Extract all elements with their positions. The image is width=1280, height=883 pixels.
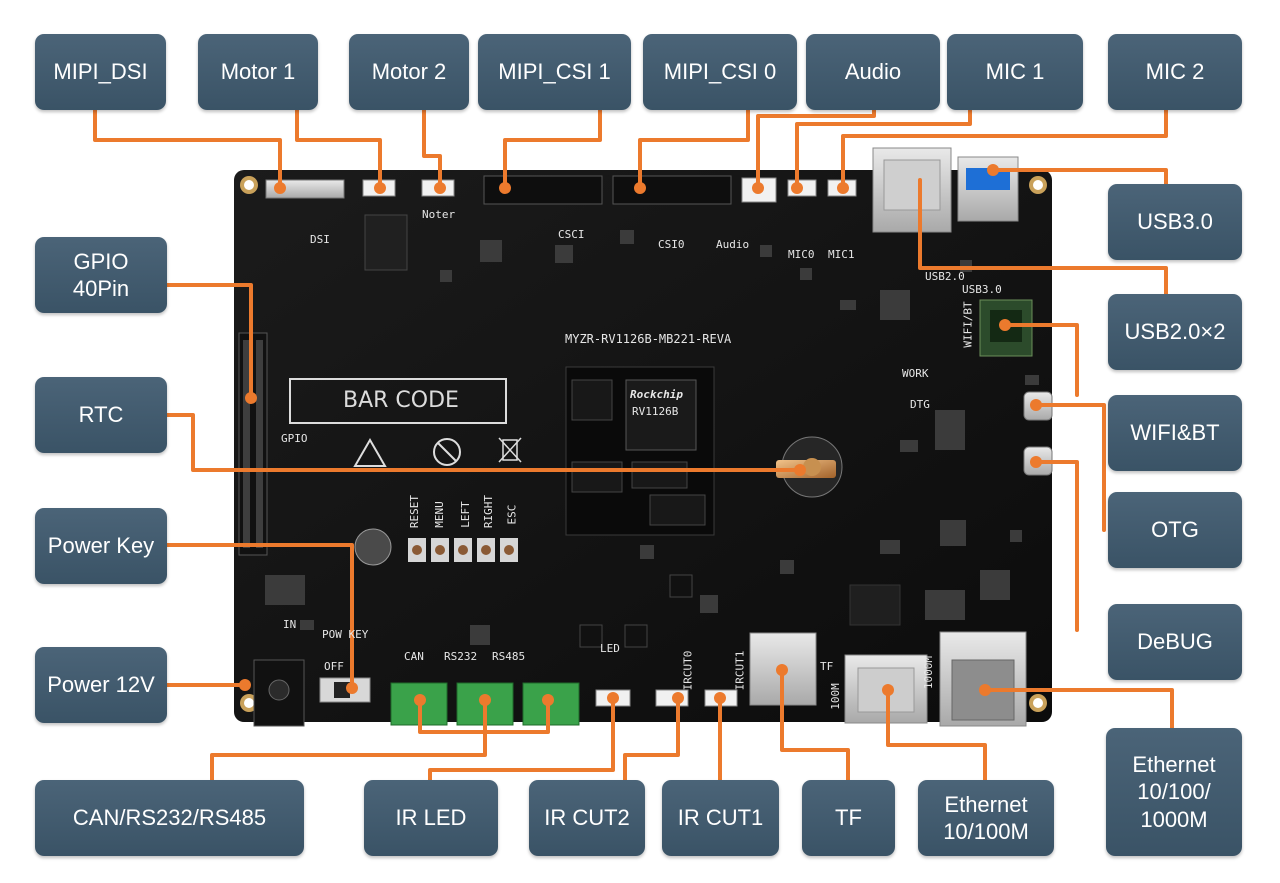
key-buttons [408,538,518,562]
label-eth-100: Ethernet 10/100M [918,780,1054,856]
smd-components [265,214,1039,648]
label-audio: Audio [806,34,940,110]
label-mipi-csi0: MIPI_CSI 0 [643,34,797,110]
silk-reset: RESET [408,494,422,529]
silk-usb3: USB3.0 [962,283,1002,296]
label-ir-cut1: IR CUT1 [662,780,779,856]
silk-100m: 100M [828,683,842,710]
csi0-connector [612,175,732,205]
label-motor1: Motor 1 [198,34,318,110]
soc-chip [625,379,697,451]
silk-led: LED [600,642,620,655]
silk-ircut1: IRCUT1 [733,650,747,691]
barcode-box [289,378,507,424]
leader-lines [93,108,1174,782]
silk-mic0: MIC0 [788,248,815,261]
label-mipi-csi1: MIPI_CSI 1 [478,34,631,110]
label-usb30: USB3.0 [1108,184,1242,260]
label-motor2: Motor 2 [349,34,469,110]
label-debug: DeBUG [1108,604,1242,680]
silk-left: LEFT [458,501,472,528]
silk-ircut0: IRCUT0 [681,650,695,691]
label-ir-cut2: IR CUT2 [529,780,645,856]
silk-usb2: USB2.0 [925,270,965,283]
label-power-12v: Power 12V [35,647,167,723]
silk-chip-brand: Rockchip [630,388,683,401]
label-tf: TF [802,780,895,856]
capacitor [354,528,392,566]
label-mipi-dsi: MIPI_DSI [35,34,166,110]
silk-dtg: DTG [910,398,930,411]
weee-icon [502,439,518,461]
silk-dsi: DSI [310,233,330,246]
label-ir-led: IR LED [364,780,498,856]
silk-tf: TF [820,660,834,673]
dsi-connector [265,179,345,199]
silk-in: IN [283,618,297,631]
silk-csi1: CSCI [558,228,585,241]
barcode-text: BAR CODE [343,388,459,413]
silk-wifi: WIFI/BT [961,301,975,348]
leader-dots [239,164,1042,706]
silk-work: WORK [902,367,929,380]
label-gpio: GPIO 40Pin [35,237,167,313]
silk-csi0: CSI0 [658,238,685,251]
silk-menu: MENU [432,501,446,528]
silk-can: CAN [404,650,424,663]
label-can-rs: CAN/RS232/RS485 [35,780,304,856]
silk-mic1: MIC1 [828,248,855,261]
silk-1000m: 1000M [922,655,936,690]
silk-right: RIGHT [482,494,496,529]
label-otg: OTG [1108,492,1242,568]
silk-off: OFF [324,660,344,673]
label-eth-1000: Ethernet 10/100/ 1000M [1106,728,1242,856]
label-wifi-bt: WIFI&BT [1108,395,1242,471]
silk-esc: ESC [505,504,519,525]
silk-rs232: RS232 [444,650,478,663]
silk-audio: Audio [716,238,750,251]
silk-moter: Noter [422,208,456,221]
label-usb20x2: USB2.0×2 [1108,294,1242,370]
label-mic1: MIC 1 [947,34,1083,110]
label-mic2: MIC 2 [1108,34,1242,110]
silk-rs485: RS485 [492,650,526,663]
warning-icon [353,437,387,467]
label-power-key: Power Key [35,508,167,584]
silk-gpio: GPIO [281,432,308,445]
silk-chip-model: RV1126B [632,405,679,418]
no-pb-icon [433,438,461,466]
label-rtc: RTC [35,377,167,453]
board-id-text: MYZR-RV1126B-MB221-REVA [565,332,732,346]
silk-pow-key: POW KEY [322,628,369,641]
